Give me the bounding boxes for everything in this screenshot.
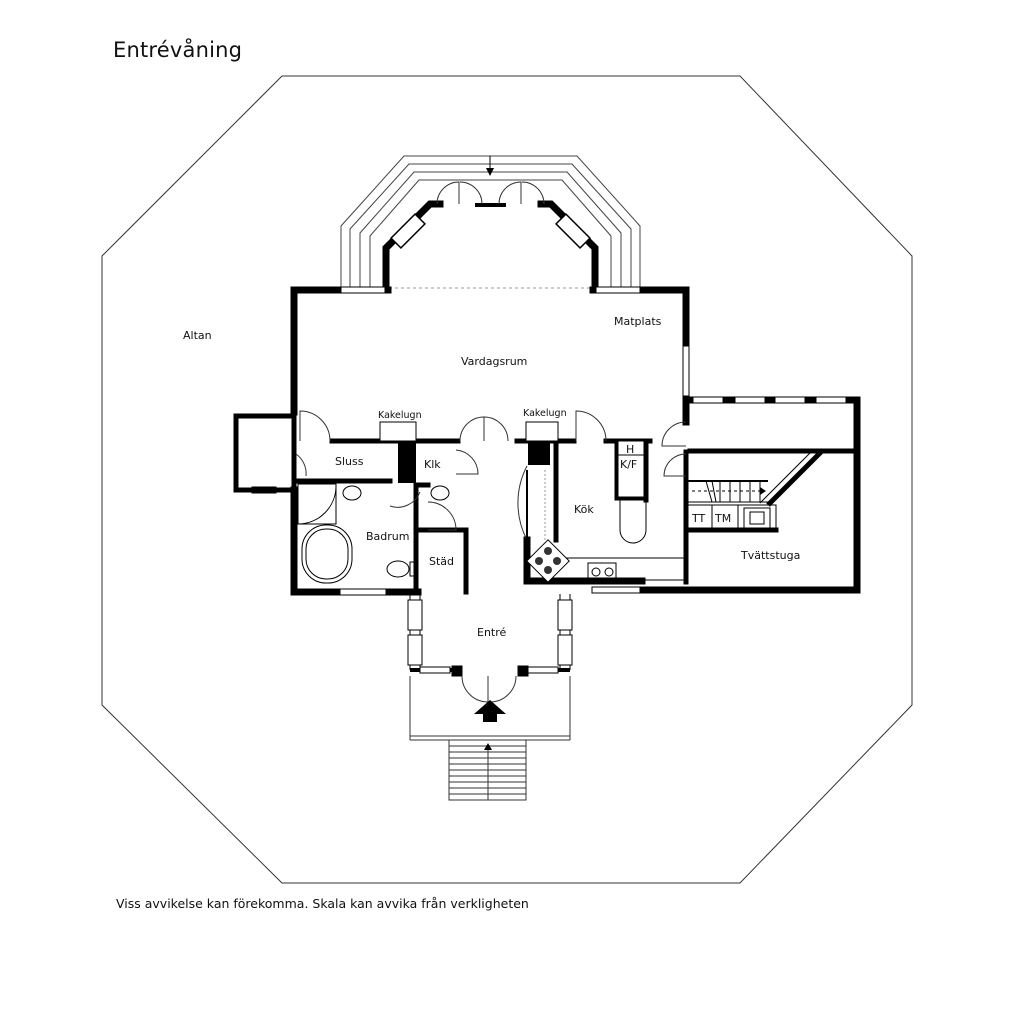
label-klk: Klk <box>424 458 441 471</box>
sluss-box <box>233 412 297 493</box>
entry-arrow <box>474 700 506 722</box>
entry-doors <box>461 675 517 703</box>
label-vardagsrum: Vardagsrum <box>461 355 527 368</box>
label-tvattstuga: Tvättstuga <box>740 549 800 562</box>
label-altan: Altan <box>183 329 212 342</box>
label-kakelugn-left: Kakelugn <box>378 410 422 421</box>
label-stad: Städ <box>429 555 454 568</box>
label-tm: TM <box>714 512 731 525</box>
bathroom-fixtures <box>297 483 450 584</box>
label-entre: Entré <box>477 626 507 639</box>
interior-walls <box>293 438 858 595</box>
terrace-outline <box>101 75 913 884</box>
label-kakelugn-right: Kakelugn <box>523 408 567 419</box>
porch <box>409 676 571 801</box>
kakelugn-right-box <box>525 421 559 442</box>
label-kf: K/F <box>620 458 637 471</box>
disclaimer: Viss avvikelse kan förekomma. Skala kan … <box>116 896 529 911</box>
label-sluss: Sluss <box>335 455 364 468</box>
page-title: Entrévåning <box>113 38 243 62</box>
stove <box>526 539 570 583</box>
laundry-fixtures <box>687 504 777 532</box>
bay-entry-arrow <box>486 168 494 176</box>
kitchen-counter <box>529 499 685 581</box>
label-badrum: Badrum <box>366 530 409 543</box>
label-matplats: Matplats <box>614 315 662 328</box>
label-kok: Kök <box>574 503 594 516</box>
label-h: H <box>626 443 634 456</box>
doors <box>295 410 687 541</box>
bay-doors <box>436 181 545 205</box>
kakelugn-left-box <box>379 421 417 442</box>
label-tt: TT <box>691 512 706 525</box>
stairs <box>686 449 824 507</box>
